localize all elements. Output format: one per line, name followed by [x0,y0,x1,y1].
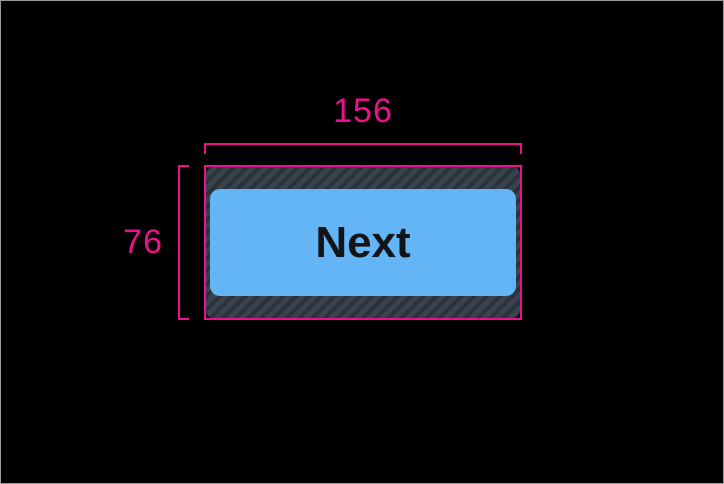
width-dimension-bracket [204,143,522,154]
next-button[interactable]: Next [210,189,516,296]
selection-bounds: Next [204,165,522,320]
height-dimension-label: 76 [123,223,163,261]
height-dimension-bracket [178,165,189,320]
width-dimension-label: 156 [333,92,393,130]
